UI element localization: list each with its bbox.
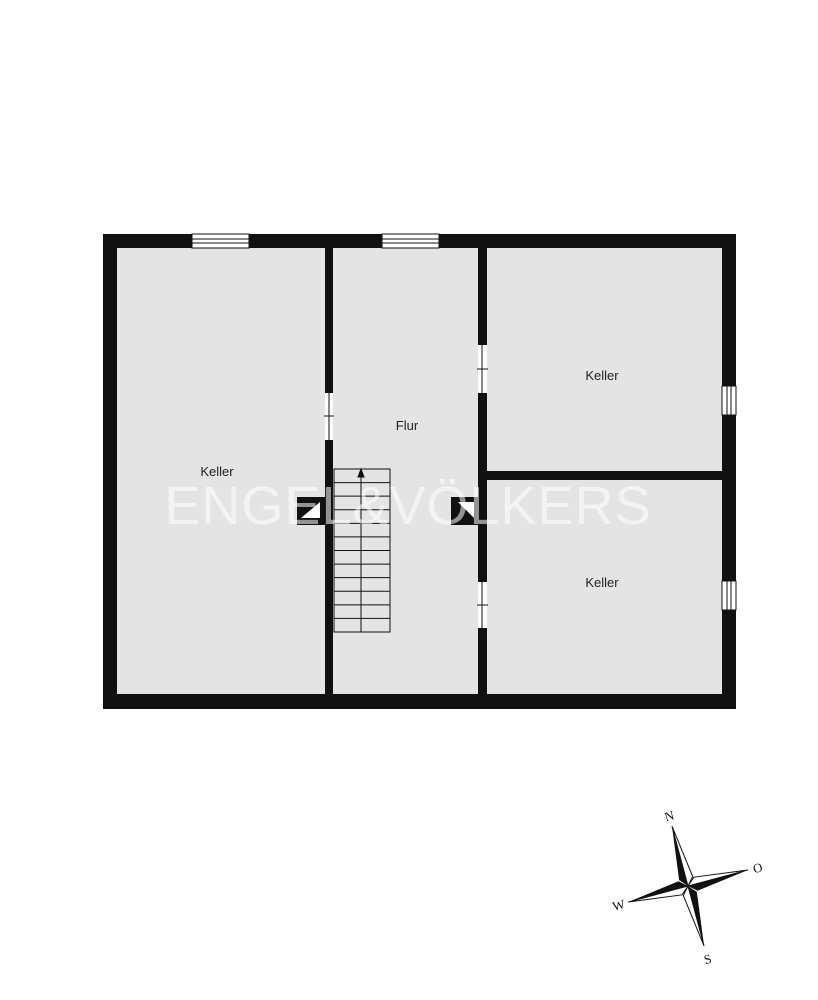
compass-west: W <box>611 896 627 914</box>
wall-flur-right-3 <box>478 628 487 694</box>
window-right-lower <box>721 580 737 611</box>
wall-flur-right-1 <box>478 248 487 345</box>
room-label-keller-top-right: Keller <box>585 368 619 383</box>
wall-left-flur-upper <box>325 248 333 393</box>
watermark: ENGEL&VÖLKERS <box>164 476 651 536</box>
wall-right <box>722 234 736 709</box>
wall-bottom <box>103 694 736 709</box>
wall-flur-right-2 <box>478 393 487 582</box>
door-flur-keller-bottom-right <box>477 582 488 628</box>
staircase-icon <box>333 467 391 633</box>
wall-left-flur-lower <box>325 440 333 694</box>
compass-north: N <box>663 807 677 824</box>
door-keller-left-flur <box>324 393 334 440</box>
windows <box>191 233 737 611</box>
compass-east: O <box>751 859 764 876</box>
room-labels: Keller Flur Keller Keller <box>200 368 619 590</box>
door-flur-keller-top-right <box>477 345 488 393</box>
wall-left <box>103 234 117 709</box>
interior-walls <box>325 248 722 694</box>
compass-south: S <box>702 951 713 967</box>
room-floor-keller-left <box>117 248 325 694</box>
window-top-flur <box>381 233 440 249</box>
window-right-upper <box>721 385 737 416</box>
room-floor-flur <box>333 248 478 694</box>
stair-arrow-head <box>357 467 365 478</box>
room-label-keller-left: Keller <box>200 464 234 479</box>
chimney-icon <box>297 497 478 525</box>
window-top-left <box>191 233 250 249</box>
room-floor-keller-bottom-right <box>487 480 722 694</box>
doors <box>324 345 488 628</box>
room-floors <box>117 248 722 694</box>
compass-rose-icon: N S O W <box>611 807 764 967</box>
wall-right-rooms <box>487 471 722 480</box>
room-floor-keller-top-right <box>487 248 722 471</box>
room-label-flur: Flur <box>396 418 419 433</box>
room-label-keller-bottom-right: Keller <box>585 575 619 590</box>
